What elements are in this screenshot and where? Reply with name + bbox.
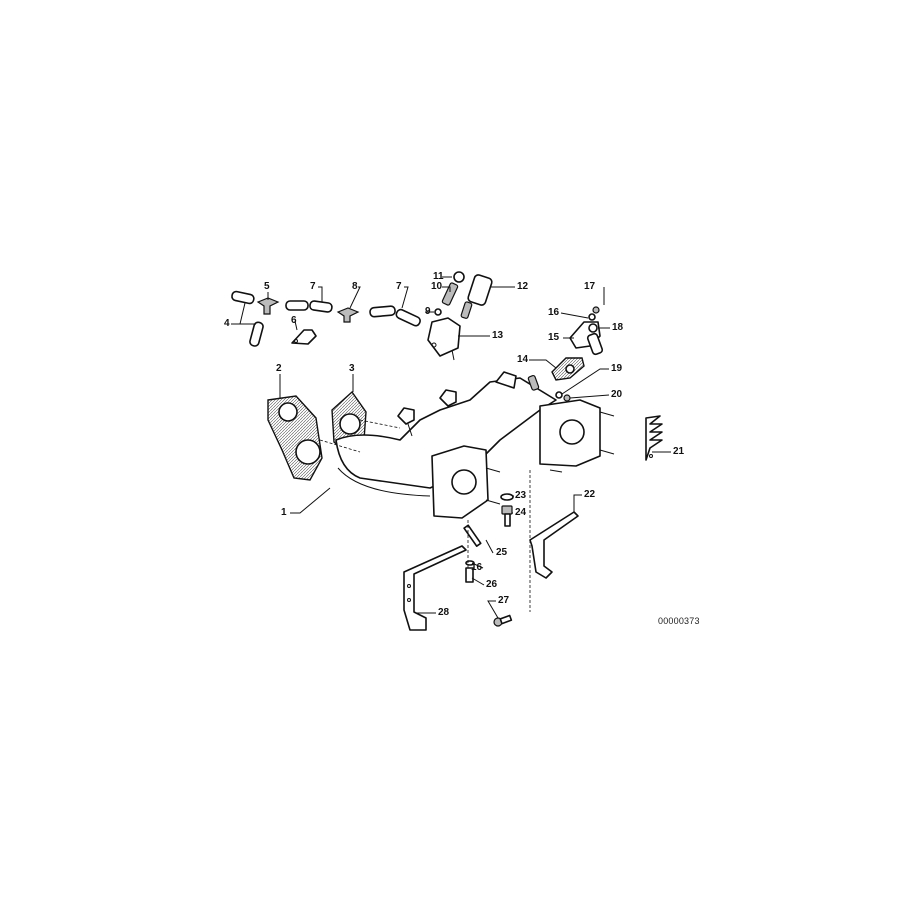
- housing-15: [569, 321, 604, 356]
- bracket-22: [529, 511, 579, 579]
- t-fitting-5: [256, 297, 280, 315]
- callout-27: 27: [498, 595, 510, 606]
- clip-6: [291, 329, 317, 345]
- diagram-code: 00000373: [658, 616, 700, 626]
- washer-19: [555, 391, 563, 399]
- valve-10: [441, 282, 459, 306]
- hose-7-left: [285, 300, 333, 313]
- callout-5: 5: [264, 281, 270, 292]
- callout-8: 8: [352, 281, 358, 292]
- screw-27: [493, 614, 513, 627]
- hose-7-right: [369, 305, 421, 327]
- callout-25: 25: [496, 547, 508, 558]
- callout-16-top: 16: [548, 307, 560, 318]
- callout-3: 3: [349, 363, 355, 374]
- callout-18: 18: [612, 322, 624, 333]
- callout-11: 11: [433, 271, 444, 282]
- cap-11: [453, 271, 465, 283]
- bracket-28: [403, 545, 467, 631]
- stud-25: [463, 524, 482, 547]
- callout-7-left: 7: [310, 281, 316, 292]
- cap-18: [588, 323, 598, 333]
- callout-17: 17: [584, 281, 596, 292]
- washer-16-top: [588, 313, 596, 321]
- hose-4-upper: [231, 290, 255, 305]
- gasket-2: [267, 395, 323, 481]
- callout-28: 28: [438, 607, 450, 618]
- hose-4-lower: [249, 321, 264, 347]
- bolt-24: [501, 505, 513, 527]
- callout-14: 14: [517, 354, 529, 365]
- bolt-26: [465, 567, 474, 583]
- nut-20: [563, 394, 571, 402]
- callout-6: 6: [291, 315, 297, 326]
- o-ring-23: [500, 493, 514, 501]
- callout-24: 24: [515, 507, 527, 518]
- clip-21: [645, 415, 663, 461]
- callout-1: 1: [281, 507, 287, 518]
- sensor-12: [460, 274, 493, 319]
- callout-16-bottom: 16: [471, 562, 483, 573]
- t-fitting-8: [336, 307, 360, 323]
- leader-lines: [231, 276, 671, 619]
- o-ring-9: [434, 308, 442, 316]
- callout-21: 21: [673, 446, 685, 457]
- callout-9: 9: [425, 306, 431, 317]
- assembly-line: [359, 419, 401, 429]
- assembly-line: [319, 439, 361, 453]
- callout-19: 19: [611, 363, 623, 374]
- callout-2: 2: [276, 363, 282, 374]
- callout-10: 10: [431, 281, 443, 292]
- callout-15: 15: [548, 332, 560, 343]
- callout-26: 26: [486, 579, 498, 590]
- callout-12: 12: [517, 281, 529, 292]
- housing-13: [427, 317, 461, 361]
- callout-7-right: 7: [396, 281, 402, 292]
- callout-13: 13: [492, 330, 504, 341]
- callout-4: 4: [224, 318, 230, 329]
- nut-17: [592, 306, 600, 314]
- gasket-14: [551, 357, 585, 381]
- callout-22: 22: [584, 489, 596, 500]
- callout-20: 20: [611, 389, 623, 400]
- callout-23: 23: [515, 490, 527, 501]
- intake-manifold-1: [335, 371, 615, 519]
